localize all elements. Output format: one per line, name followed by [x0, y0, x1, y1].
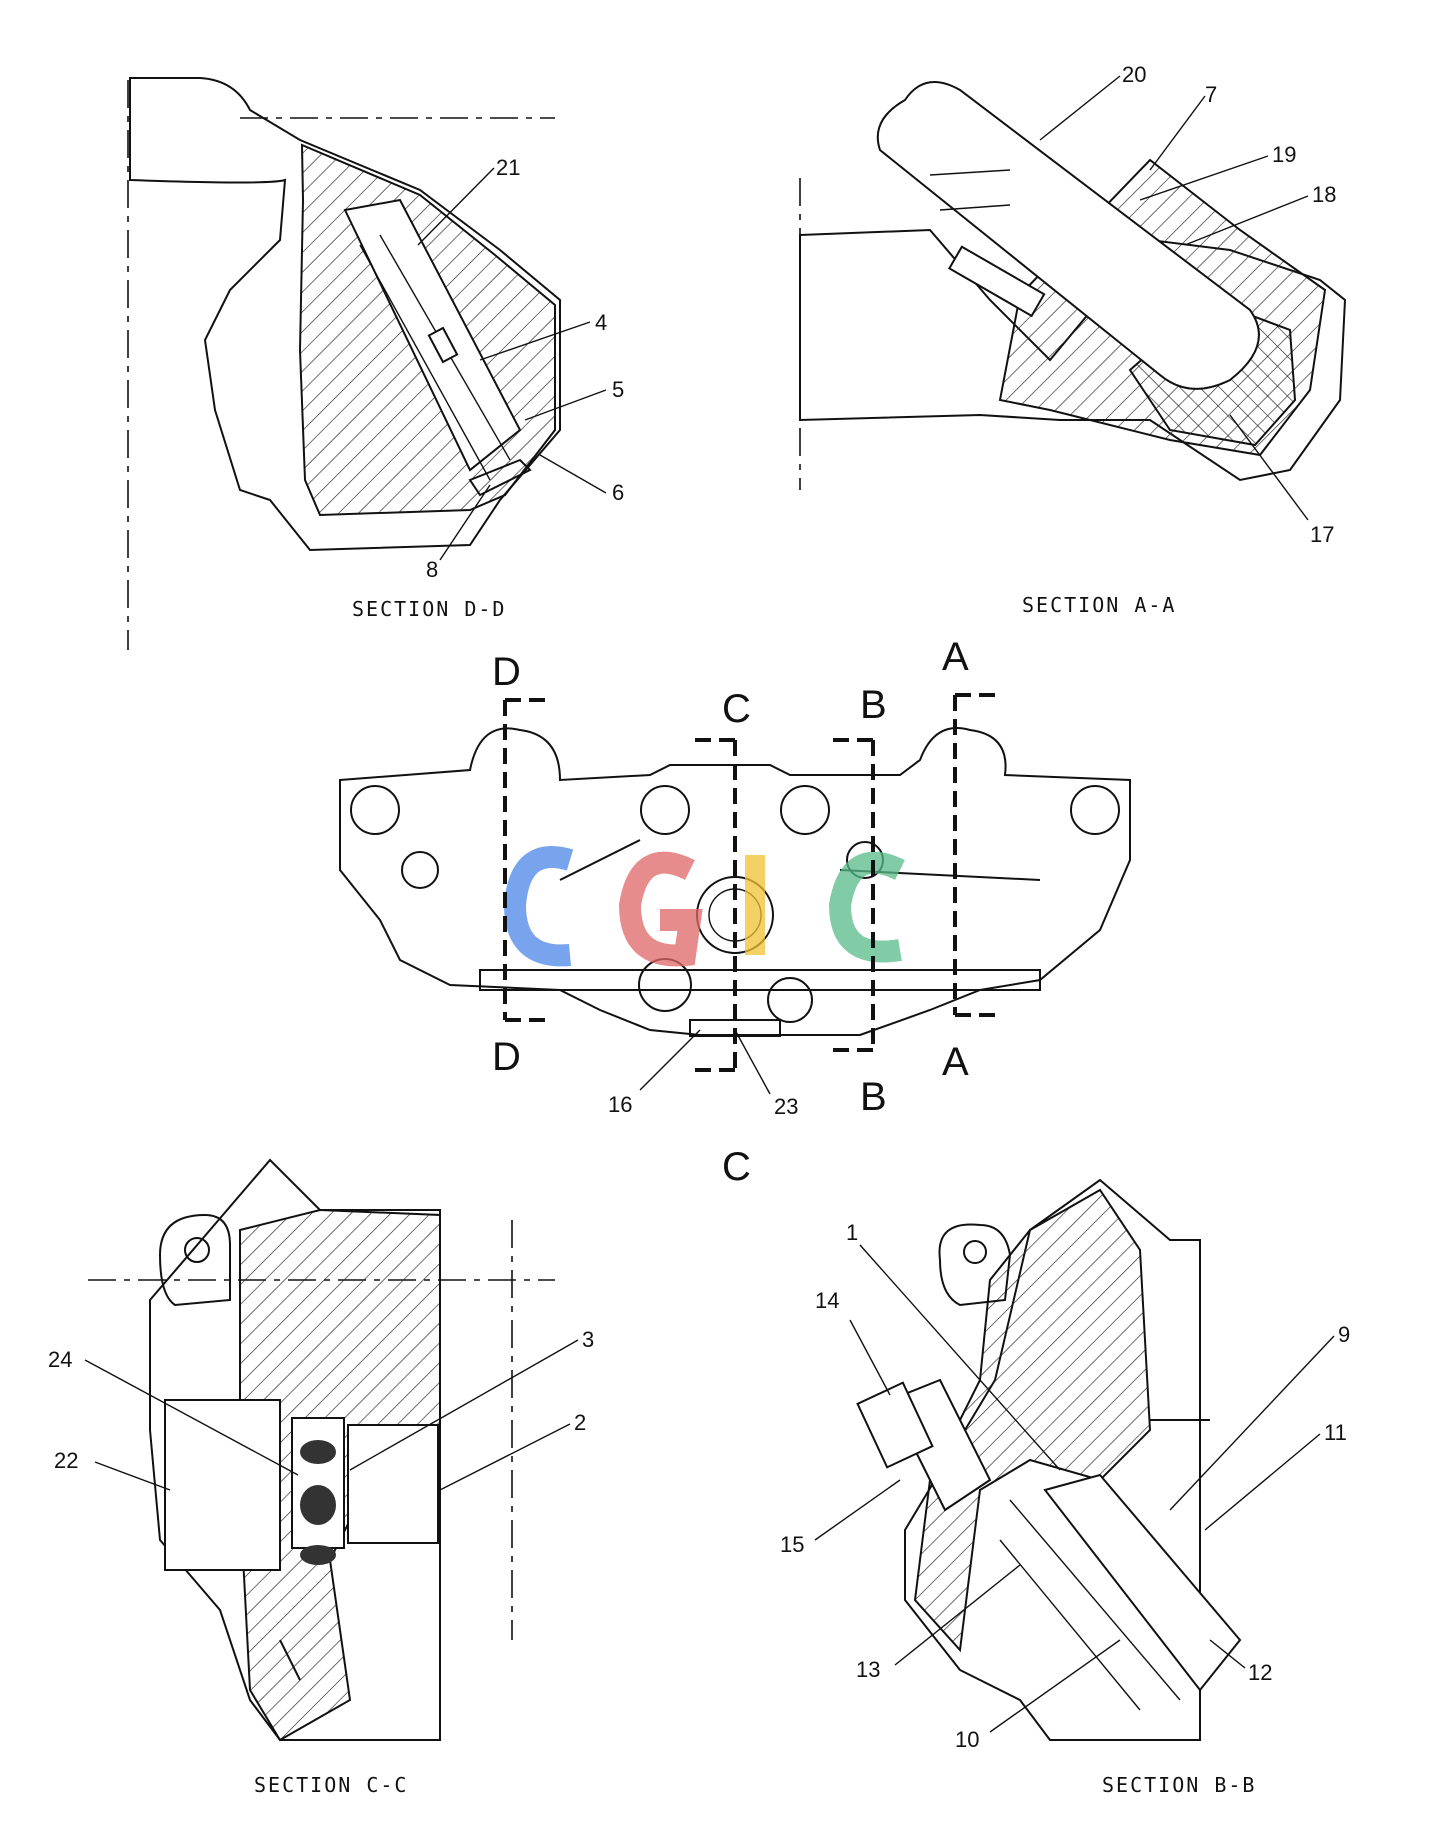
section-bb-callouts: 1 14 9 11 15 13 12 10 SECTION B-B [780, 1220, 1350, 1797]
callout-12: 12 [1248, 1660, 1272, 1685]
callout-22: 22 [54, 1448, 78, 1473]
callout-23: 23 [774, 1094, 798, 1119]
callout-4: 4 [595, 310, 607, 335]
callout-14: 14 [815, 1288, 839, 1313]
cut-letter-d-top: D [492, 650, 521, 694]
view-label: C [722, 1145, 751, 1189]
callout-6: 6 [612, 480, 624, 505]
section-bb-drawing [856, 1178, 1242, 1741]
callout-20: 20 [1122, 62, 1146, 87]
callout-21: 21 [496, 155, 520, 180]
section-dd-drawing [127, 77, 561, 650]
callout-15: 15 [780, 1532, 804, 1557]
section-cc-callouts: 3 2 24 22 SECTION C-C [48, 1327, 594, 1797]
cut-letter-c-top: C [722, 687, 751, 731]
callout-19: 19 [1272, 142, 1296, 167]
section-dd-title: SECTION D-D [352, 597, 506, 621]
callout-2: 2 [574, 1410, 586, 1435]
section-bb-title: SECTION B-B [1102, 1773, 1256, 1797]
callout-11: 11 [1324, 1420, 1347, 1445]
cut-letter-a-bottom: A [942, 1040, 969, 1084]
callout-3: 3 [582, 1327, 594, 1352]
callout-5: 5 [612, 377, 624, 402]
callout-17: 17 [1310, 522, 1334, 547]
cut-letter-b-bottom: B [860, 1075, 887, 1119]
main-view-callouts: 16 23 [608, 1029, 798, 1119]
callout-18: 18 [1312, 182, 1336, 207]
callout-16: 16 [608, 1092, 632, 1117]
section-dd-callouts: 21 4 5 6 8 SECTION D-D [352, 155, 624, 621]
callout-24: 24 [48, 1347, 72, 1372]
cut-letters: D D C B B A A C [492, 635, 969, 1189]
callout-9: 9 [1338, 1322, 1350, 1347]
cut-lines [503, 693, 995, 1072]
section-aa-callouts: 20 7 19 18 17 SECTION A-A [1022, 62, 1336, 617]
callout-7: 7 [1205, 82, 1217, 107]
callout-8: 8 [426, 557, 438, 582]
callout-13: 13 [856, 1657, 880, 1682]
callout-1: 1 [846, 1220, 858, 1245]
cut-letter-a-top: A [942, 635, 969, 679]
section-cc-title: SECTION C-C [254, 1773, 408, 1797]
section-aa-title: SECTION A-A [1022, 593, 1176, 617]
section-aa-drawing [799, 81, 1347, 490]
section-cc-drawing [88, 1158, 555, 1742]
callout-10: 10 [955, 1727, 979, 1752]
cut-letter-d-bottom: D [492, 1035, 521, 1079]
cut-letter-b-top: B [860, 683, 887, 727]
